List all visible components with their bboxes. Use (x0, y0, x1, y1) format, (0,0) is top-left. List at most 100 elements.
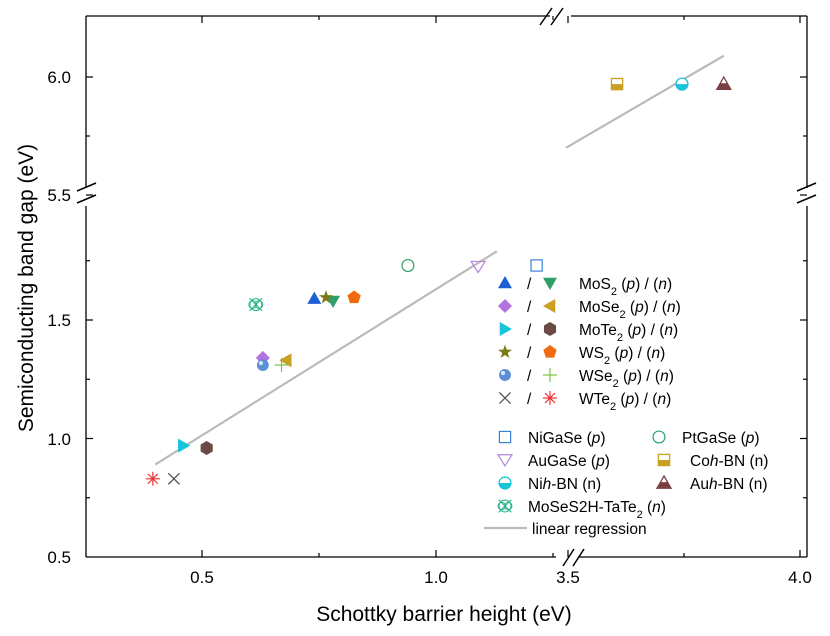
legend-marker (498, 391, 512, 405)
legend-text-part: p (625, 276, 635, 293)
marker-shape (652, 430, 666, 444)
legend-text-part: 2 (611, 286, 617, 298)
legend-text-part: n (658, 276, 667, 293)
legend-text-part: p (745, 430, 755, 447)
legend-separator: / (527, 391, 532, 408)
legend-separator: / (527, 322, 532, 339)
marker-shape (543, 277, 557, 290)
data-point (279, 353, 292, 368)
legend-text-part: ( (619, 368, 629, 385)
legend-text-part: WS (579, 345, 604, 362)
marker-fill (716, 83, 731, 90)
marker-shape (279, 353, 292, 368)
marker-fill (676, 84, 688, 91)
marker-shape (496, 454, 514, 468)
y-axis-title: Semiconducting band gap (eV) (15, 144, 38, 432)
legend-marker (543, 299, 556, 313)
legend-text-part: WTe (579, 391, 610, 408)
legend-text-part: ) / ( (637, 368, 661, 385)
data-point (347, 290, 361, 304)
y-break-mark (76, 194, 97, 204)
legend-text-part: GaSe ( (543, 430, 593, 447)
legend-text-part: ( (610, 345, 620, 362)
data-point (256, 359, 269, 371)
x-tick-label: 4.0 (788, 568, 812, 587)
marker-shape (249, 298, 263, 312)
data-point (178, 438, 191, 453)
legend-text-part: p (634, 299, 644, 316)
marker-shape (498, 499, 512, 513)
regression-segment (565, 54, 725, 149)
x-break-mark (572, 548, 585, 567)
marker-shape (498, 499, 512, 513)
legend-marker (498, 476, 512, 490)
legend-text-part: p (595, 453, 605, 470)
legend-label: MoS2 (p) / (n) (579, 276, 672, 298)
legend-text-part: p (619, 345, 629, 362)
legend-text-part: 2 (610, 401, 616, 413)
data-point (326, 295, 341, 309)
legend-text-part: -BN (n) (718, 453, 768, 470)
legend-text-part: ) / ( (635, 276, 659, 293)
legend-text-part: ) / ( (641, 322, 665, 339)
data-point (401, 258, 415, 273)
legend-text-part: Co (690, 453, 710, 470)
legend-text-part: MoTe (579, 322, 617, 339)
legend-marker (543, 277, 557, 290)
legend-marker (499, 369, 511, 381)
y-break-mark (76, 182, 97, 192)
legend-text-part: n (664, 322, 673, 339)
marker-shape (543, 345, 557, 358)
marker-shape (307, 291, 322, 304)
legend-text-part: MoSe (579, 299, 620, 316)
plot-frame (85, 15, 808, 558)
data-point (715, 75, 732, 90)
legend-text-part: ) (600, 430, 605, 447)
legend-label: NiGaSe (p) (528, 430, 606, 447)
legend-text-part: h (710, 453, 719, 470)
marker-shape (178, 438, 191, 453)
data-point (675, 77, 689, 91)
marker-fill (658, 460, 670, 466)
legend-text-part: -BN (n) (551, 476, 601, 493)
x-break-mark (550, 7, 564, 26)
legend-text-part: ) (754, 430, 759, 447)
legend-text-part: GaSe ( (697, 430, 747, 447)
marker-shape (498, 299, 512, 313)
legend-text-part: ) (669, 368, 674, 385)
legend-text-part: Au (690, 476, 709, 493)
legend-marker (543, 391, 557, 405)
y-tick-label: 5.5 (47, 186, 71, 205)
legend-text-part: n (660, 368, 669, 385)
marker-shape (248, 300, 257, 309)
data-point (610, 77, 624, 91)
legend-text-part: WSe (579, 368, 613, 385)
legend-text-part: Ni (528, 430, 543, 447)
marker-shape (200, 440, 213, 455)
legend-text-part: ) / ( (634, 391, 658, 408)
marker-shape (167, 472, 180, 485)
marker-shape (249, 297, 263, 312)
legend-marker (655, 474, 673, 489)
legend-text-part: p (591, 430, 601, 447)
legend-separator: / (527, 299, 532, 316)
axis-breaks (76, 7, 817, 567)
legend-marker (543, 368, 557, 382)
legend-label: MoSeS2H-TaTe2 (n) (528, 499, 666, 521)
marker-shape (498, 391, 512, 405)
marker-shape (544, 392, 556, 404)
legend-text-part: h (543, 476, 552, 493)
marker-shape (499, 369, 511, 381)
legend-label: Nih-BN (n) (528, 476, 601, 493)
legend-label: MoTe2 (p) / (n) (579, 322, 678, 344)
x-tick-label: 3.5 (556, 568, 580, 587)
legend-label: Auh-BN (n) (690, 476, 768, 493)
marker-shape (543, 322, 557, 336)
data-point (307, 291, 322, 304)
marker-shape (498, 430, 512, 444)
legend-text-part: p (625, 391, 635, 408)
legend-text-part: MoSeS (528, 499, 579, 516)
data-point (530, 259, 543, 272)
marker-shape (499, 322, 512, 336)
